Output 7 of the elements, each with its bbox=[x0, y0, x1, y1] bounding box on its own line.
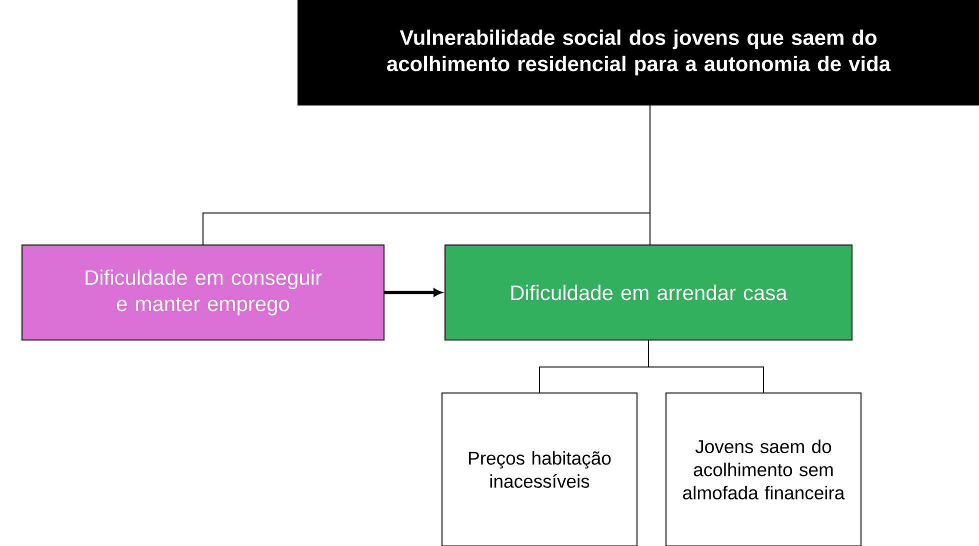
connector bbox=[384, 288, 442, 296]
cause-box: Jovens saem do acolhimento sem almofada financeira bbox=[666, 392, 862, 546]
title-box: Vulnerabilidade social dos jovens que saem do acolhimento residencial para a autonomia de vida bbox=[298, 0, 979, 106]
process-box: Dificuldade em conseguir e manter emprego bbox=[22, 244, 384, 340]
process-box: Dificuldade em arrendar casa bbox=[444, 244, 853, 340]
cause-box: Preços habitação inacessíveis bbox=[442, 392, 638, 546]
connector bbox=[648, 340, 764, 393]
